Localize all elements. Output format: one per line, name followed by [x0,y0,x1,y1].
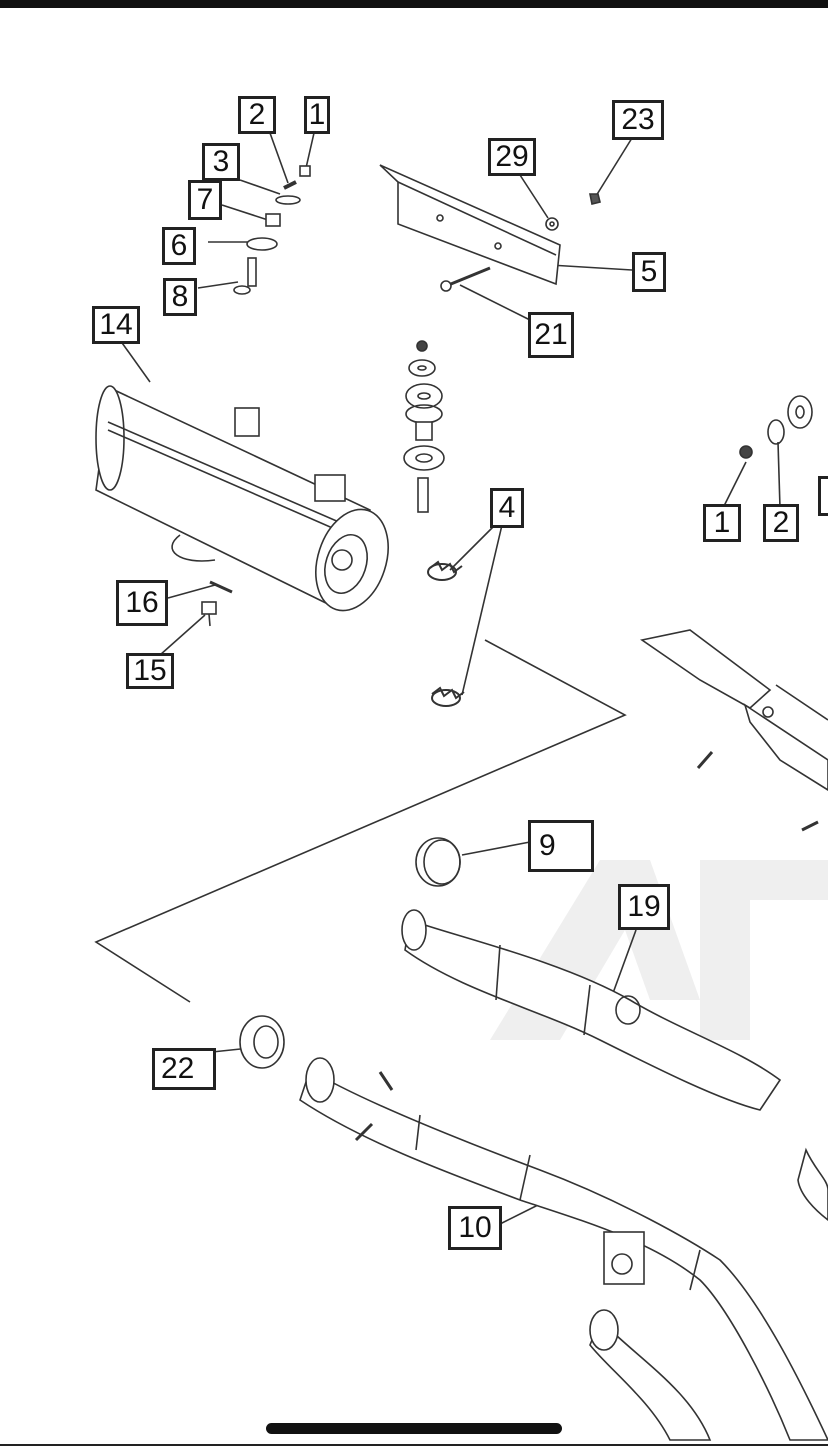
muffler [95,385,389,612]
section-outline [94,639,627,1003]
top-border [0,0,828,8]
callout-9: 9 [528,820,594,872]
callout-5: 5 [632,252,666,292]
callout-1-top: 1 [304,96,330,134]
callout-19: 19 [618,884,670,930]
callout-2-right: 2 [763,504,799,542]
callout-4: 4 [490,488,524,528]
hardware-stack-top-left [233,165,311,295]
callout-6: 6 [162,227,196,265]
pipe-lower [299,1057,828,1441]
bottom-border [0,1444,828,1446]
home-indicator[interactable] [266,1423,562,1434]
mount-stack-center [403,340,445,513]
callout-3-right-partial [818,476,828,516]
callout-16: 16 [116,580,168,626]
callout-1-right: 1 [703,504,741,542]
pipe-mid [401,909,782,1111]
callout-22: 22 [152,1048,216,1090]
callout-14: 14 [92,306,140,344]
callout-3: 3 [202,143,240,181]
callout-8: 8 [163,278,197,316]
springs [427,560,465,707]
callout-2-top: 2 [238,96,276,134]
callout-21: 21 [528,312,574,358]
clamp [415,837,461,887]
heat-shield-right [640,629,828,791]
small-bolts [201,395,819,832]
callout-10: 10 [448,1206,502,1250]
callout-7: 7 [188,180,222,220]
callout-23: 23 [612,100,664,140]
heat-shield-bracket [379,164,601,292]
callout-29: 29 [488,138,536,176]
callout-15: 15 [126,653,174,689]
pipe-bottom [589,1147,828,1441]
gasket [239,1015,285,1069]
